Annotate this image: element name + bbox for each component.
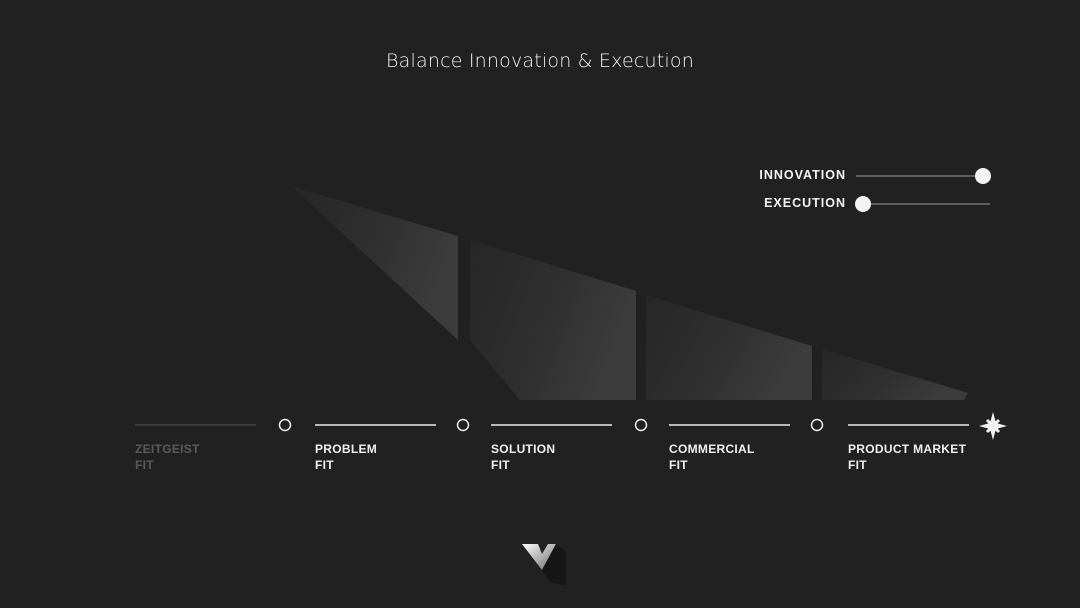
- innovation-slider-thumb[interactable]: [975, 168, 992, 184]
- star-goal-icon-cross: [985, 418, 1001, 434]
- circle-node-icon: [810, 418, 824, 432]
- innovation-wedge: [291, 186, 968, 400]
- page-title: Balance Innovation & Execution: [386, 50, 694, 72]
- execution-slider-label: EXECUTION: [764, 196, 846, 210]
- v-logo-icon: [522, 544, 566, 586]
- execution-slider[interactable]: EXECUTION: [740, 194, 992, 214]
- innovation-slider-track[interactable]: [856, 175, 990, 177]
- wedge-segment: [822, 349, 968, 400]
- innovation-slider-label: INNOVATION: [759, 168, 846, 182]
- wedge-segment: [291, 186, 458, 340]
- stage-timeline: [135, 412, 1007, 440]
- circle-node-icon: [278, 418, 292, 432]
- circle-node-icon: [456, 418, 470, 432]
- execution-slider-thumb[interactable]: [854, 196, 871, 212]
- wedge-segment: [470, 240, 636, 400]
- circle-node-icon: [634, 418, 648, 432]
- stage-label-zeitgeist: ZEITGEIST FIT: [135, 442, 200, 472]
- wedge-segment: [646, 295, 812, 400]
- stage-label-commercial: COMMERCIAL FIT: [669, 442, 755, 472]
- innovation-slider[interactable]: INNOVATION: [740, 166, 992, 186]
- stage-label-product-market: PRODUCT MARKET FIT: [848, 442, 967, 472]
- stage-label-problem: PROBLEM FIT: [315, 442, 378, 472]
- execution-slider-track[interactable]: [856, 203, 990, 205]
- stage-label-solution: SOLUTION FIT: [491, 442, 556, 472]
